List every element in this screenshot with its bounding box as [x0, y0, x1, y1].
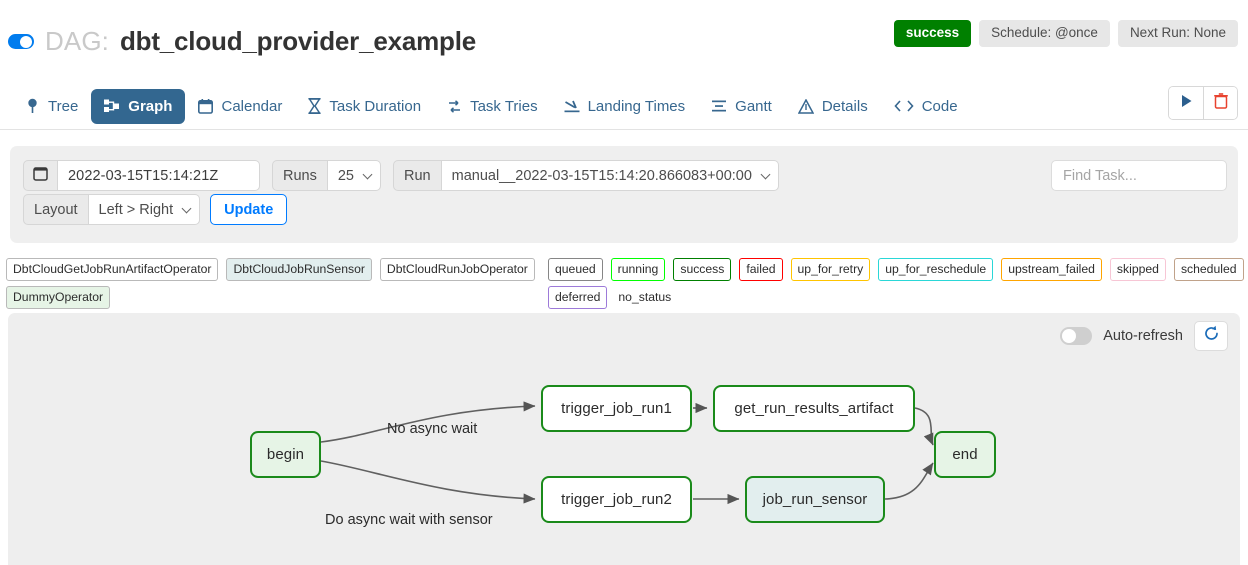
state-legend: queued running success failed up_for_retry up…: [548, 258, 1248, 310]
layout-label: Layout: [23, 194, 89, 225]
graph-canvas[interactable]: Auto-refresh: [8, 313, 1240, 565]
graph-controls: Auto-refresh: [1060, 321, 1228, 351]
view-tabs: Tree Graph Calendar Task Duration Task T: [0, 82, 1248, 130]
graph-node-get_run_results_artifact[interactable]: get_run_results_artifact: [713, 385, 915, 432]
tab-gantt[interactable]: Gantt: [698, 89, 785, 124]
operator-legend: DbtCloudGetJobRunArtifactOperator DbtClou…: [6, 258, 536, 310]
tabbar-divider: [0, 129, 1248, 130]
operator-legend-chip[interactable]: DbtCloudRunJobOperator: [379, 258, 535, 282]
tab-task-duration-label: Task Duration: [329, 97, 422, 115]
refresh-button[interactable]: [1194, 321, 1228, 351]
dag-action-buttons: [1168, 86, 1238, 120]
run-select[interactable]: manual__2022-03-15T15:14:20.866083+00:00: [441, 160, 779, 191]
tab-task-tries[interactable]: Task Tries: [434, 89, 551, 124]
dag-header: DAG: dbt_cloud_provider_example success …: [0, 0, 1248, 72]
dag-status-badges: success Schedule: @once Next Run: None: [893, 20, 1238, 47]
refresh-icon: [1203, 325, 1220, 347]
calendar-icon: [33, 166, 48, 185]
details-icon: [797, 98, 814, 114]
dag-title: DAG: dbt_cloud_provider_example: [8, 26, 476, 57]
run-label: Run: [393, 160, 442, 191]
state-legend-chip[interactable]: up_for_reschedule: [878, 258, 994, 282]
graph-node-trigger_job_run1[interactable]: trigger_job_run1: [541, 385, 692, 432]
retry-icon: [447, 99, 462, 114]
hourglass-icon: [308, 98, 322, 114]
trash-icon: [1213, 92, 1228, 114]
runs-select[interactable]: 25: [327, 160, 381, 191]
run-group: Run manual__2022-03-15T15:14:20.866083+0…: [393, 160, 779, 191]
state-legend-chip[interactable]: queued: [548, 258, 603, 282]
gantt-icon: [711, 99, 727, 113]
tab-details[interactable]: Details: [785, 89, 881, 124]
find-task-input[interactable]: Find Task...: [1051, 160, 1227, 191]
state-legend-chip[interactable]: failed: [739, 258, 783, 282]
tab-details-label: Details: [821, 97, 868, 115]
play-icon: [1180, 94, 1193, 113]
state-legend-chip[interactable]: scheduled: [1173, 258, 1244, 282]
state-legend-chip[interactable]: skipped: [1109, 258, 1166, 282]
runs-label: Runs: [272, 160, 328, 191]
next-run-badge[interactable]: Next Run: None: [1117, 20, 1238, 47]
tab-graph[interactable]: Graph: [91, 88, 186, 124]
dag-name-text: dbt_cloud_provider_example: [119, 26, 476, 56]
schedule-badge[interactable]: Schedule: @once: [979, 20, 1110, 47]
graph-edges: [320, 401, 934, 505]
execution-date-group: 2022-03-15T15:14:21Z: [23, 160, 260, 191]
tab-task-tries-label: Task Tries: [470, 97, 538, 115]
dag-state-badge: success: [893, 20, 972, 47]
graph-edge-label: Do async wait with sensor: [325, 512, 493, 528]
toolbar-row-layout: Layout Left > Right Update: [23, 194, 288, 225]
graph-edge-label: No async wait: [387, 421, 478, 437]
update-button[interactable]: Update: [210, 194, 288, 225]
trigger-dag-button[interactable]: [1169, 87, 1203, 119]
graph-node-end[interactable]: end: [934, 431, 996, 478]
tab-landing-times[interactable]: Landing Times: [551, 89, 699, 124]
code-icon: [894, 99, 914, 113]
execution-date-input[interactable]: 2022-03-15T15:14:21Z: [58, 160, 260, 191]
runs-group: Runs 25: [272, 160, 381, 191]
tab-tree[interactable]: Tree: [12, 89, 91, 124]
tab-graph-label: Graph: [128, 97, 173, 115]
landing-icon: [564, 99, 580, 114]
tab-tree-label: Tree: [48, 97, 79, 115]
graph-node-trigger_job_run2[interactable]: trigger_job_run2: [541, 476, 692, 523]
graph-node-job_run_sensor[interactable]: job_run_sensor: [745, 476, 885, 523]
state-legend-chip[interactable]: no_status: [618, 290, 672, 305]
operator-legend-chip[interactable]: DummyOperator: [6, 286, 111, 310]
state-legend-chip[interactable]: running: [610, 258, 666, 282]
operator-legend-chip[interactable]: DbtCloudJobRunSensor: [226, 258, 372, 282]
dag-pause-toggle[interactable]: [8, 34, 34, 49]
state-legend-chip[interactable]: upstream_failed: [1001, 258, 1102, 282]
layout-select[interactable]: Left > Right: [88, 194, 201, 225]
delete-dag-button[interactable]: [1203, 87, 1237, 119]
tab-task-duration[interactable]: Task Duration: [295, 89, 434, 124]
legend-area: DbtCloudGetJobRunArtifactOperator DbtClou…: [0, 258, 1248, 310]
layout-group: Layout Left > Right: [23, 194, 201, 225]
auto-refresh-toggle[interactable]: [1060, 327, 1093, 345]
operator-legend-chip[interactable]: DbtCloudGetJobRunArtifactOperator: [6, 258, 219, 282]
calendar-picker-button[interactable]: [23, 160, 58, 191]
toolbar-row-primary: 2022-03-15T15:14:21Z Runs 25 Run manual_…: [23, 160, 779, 191]
tab-code[interactable]: Code: [881, 89, 971, 124]
calendar-icon: [198, 98, 214, 114]
state-legend-chip[interactable]: deferred: [548, 286, 608, 310]
graph-node-begin[interactable]: begin: [250, 431, 321, 478]
auto-refresh-label: Auto-refresh: [1103, 328, 1183, 344]
dag-label-text: DAG:: [45, 26, 109, 56]
tab-gantt-label: Gantt: [735, 97, 772, 115]
state-legend-chip[interactable]: up_for_retry: [790, 258, 871, 282]
tab-code-label: Code: [921, 97, 958, 115]
tab-calendar-label: Calendar: [221, 97, 283, 115]
tab-calendar[interactable]: Calendar: [185, 89, 295, 124]
graph-icon: [104, 98, 120, 114]
tab-landing-times-label: Landing Times: [587, 97, 686, 115]
state-legend-chip[interactable]: success: [673, 258, 732, 282]
tree-icon: [25, 98, 40, 114]
graph-toolbar: 2022-03-15T15:14:21Z Runs 25 Run manual_…: [10, 146, 1238, 243]
